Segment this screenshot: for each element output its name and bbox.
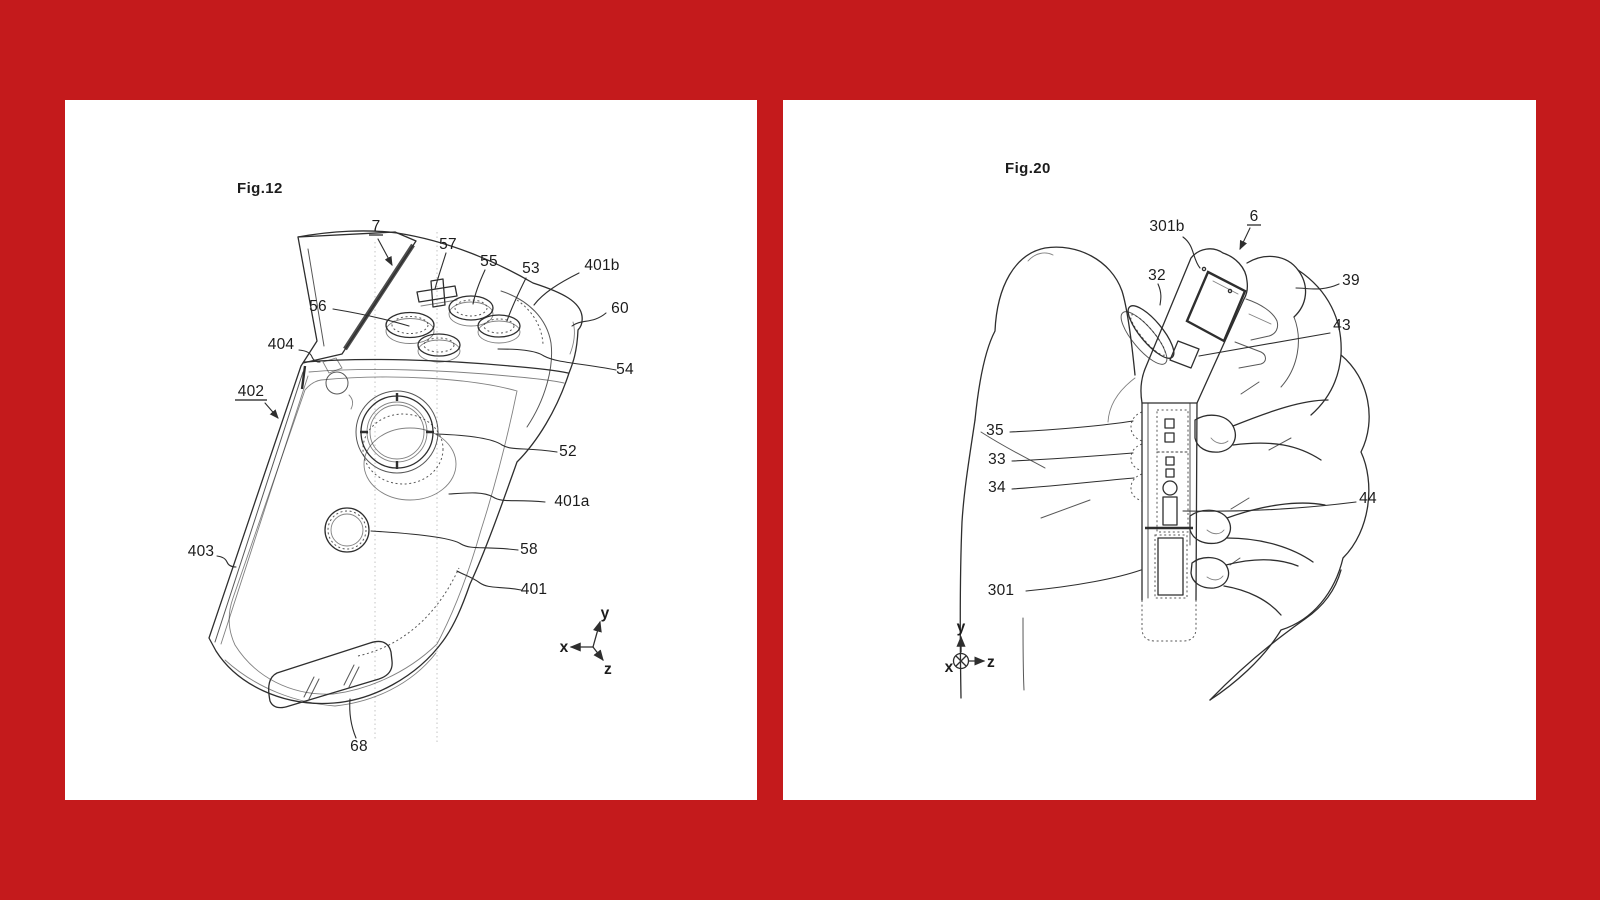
capture-button [325, 508, 369, 552]
ref-numeral-403: 403 [188, 543, 214, 560]
ref-numeral-39: 39 [1342, 272, 1360, 289]
ref-numeral-44: 44 [1359, 490, 1377, 507]
ref-numeral-401b: 401b [584, 257, 619, 274]
ref-numeral-33: 33 [988, 451, 1006, 468]
figure-panel-fig12: Fig.12 [65, 100, 757, 800]
reference-numerals: 7 57 55 53 401b 60 56 404 402 54 52 401a… [188, 218, 634, 755]
rail-strip [1131, 403, 1197, 641]
ref-numeral-6: 6 [1250, 208, 1259, 225]
stick-disc [1114, 300, 1180, 371]
axis-label-x: x [560, 639, 569, 656]
analog-stick [356, 391, 456, 500]
axis-label-x: x [945, 659, 954, 676]
axis-label-z: z [604, 661, 612, 678]
construction-lines [375, 232, 437, 745]
ref-numeral-43: 43 [1333, 317, 1351, 334]
patent-drawing-fig20: Fig.20 [945, 160, 1377, 800]
patent-drawing-fig12: Fig.12 [188, 180, 634, 755]
ref-numeral-401a: 401a [554, 493, 589, 510]
ref-numeral-7: 7 [372, 218, 381, 235]
figure-title: Fig.12 [237, 180, 283, 197]
rail-ramp [298, 232, 416, 389]
coordinate-axes: y z x [945, 619, 995, 676]
ref-numeral-34: 34 [988, 479, 1006, 496]
axis-label-y: y [601, 605, 610, 622]
coordinate-axes: y x z [560, 605, 612, 678]
latch-detail [323, 358, 353, 409]
controller-drawing [209, 231, 582, 708]
ref-numeral-301: 301 [988, 582, 1014, 599]
ref-numeral-54: 54 [616, 361, 634, 378]
ref-numeral-57: 57 [439, 236, 457, 253]
face-buttons [386, 296, 520, 362]
ref-numeral-58: 58 [520, 541, 538, 558]
leader-lines [1010, 228, 1356, 591]
dpad-button [417, 279, 457, 307]
ref-numeral-401: 401 [521, 581, 547, 598]
ref-numeral-404: 404 [268, 336, 295, 353]
axis-label-y: y [957, 619, 966, 636]
ref-numeral-56: 56 [309, 298, 327, 315]
ref-numeral-35: 35 [986, 422, 1004, 439]
ref-numeral-32: 32 [1148, 267, 1166, 284]
ref-numeral-60: 60 [611, 300, 629, 317]
leader-lines [217, 239, 616, 738]
ref-numeral-301b: 301b [1149, 218, 1184, 235]
figure-panel-fig20: Fig.20 [783, 100, 1536, 800]
ref-numeral-52: 52 [559, 443, 577, 460]
ref-numeral-53: 53 [522, 260, 540, 277]
reference-numerals: 301b 6 32 39 43 35 33 34 44 301 [986, 208, 1377, 599]
controller-drawing [1114, 249, 1277, 641]
ref-numeral-68: 68 [350, 738, 368, 755]
axis-label-z: z [987, 654, 995, 671]
ref-numeral-55: 55 [480, 253, 498, 270]
hand-drawing [960, 247, 1369, 700]
ref-numeral-402: 402 [238, 383, 264, 400]
figure-title: Fig.20 [1005, 160, 1051, 177]
bottom-plate [269, 641, 392, 707]
